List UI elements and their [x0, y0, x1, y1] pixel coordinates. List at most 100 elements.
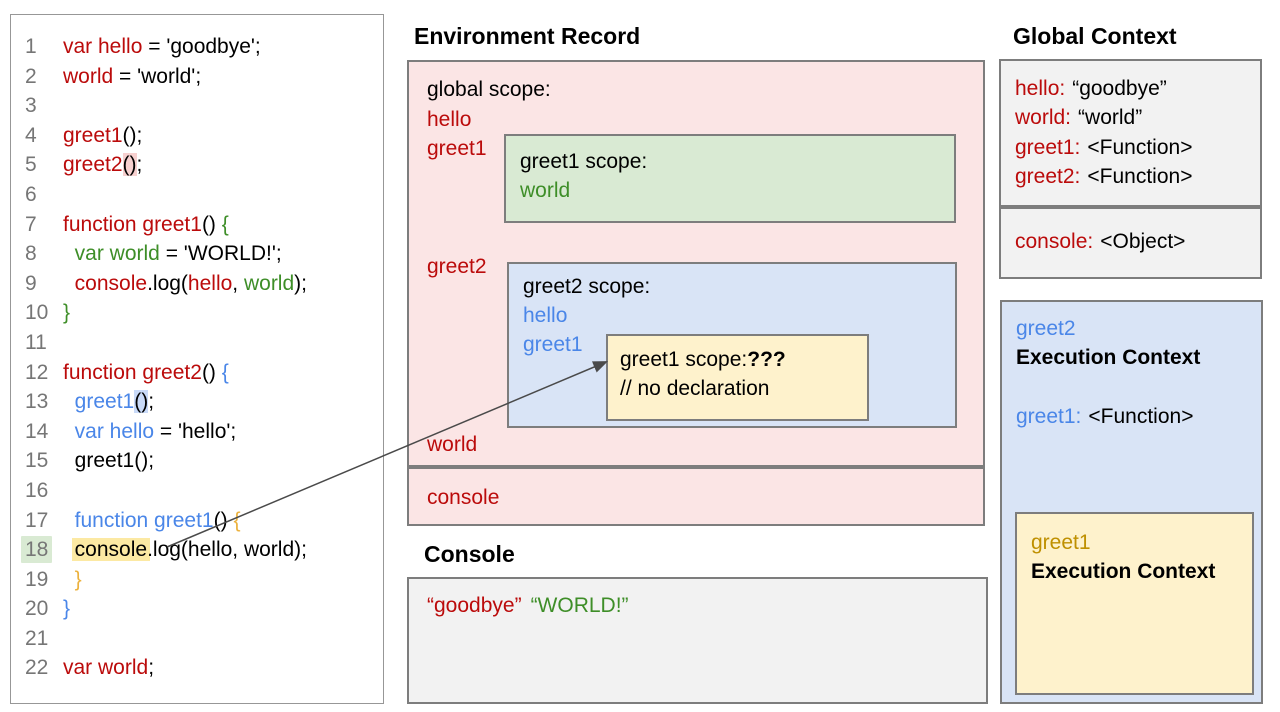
code-text: world = 'world'; — [63, 64, 202, 88]
line-number: 3 — [25, 94, 37, 118]
code-text: greet2(); — [63, 153, 143, 177]
inner-greet1-scope-label: greet1 scope:??? — [620, 347, 786, 373]
gc-key: hello: — [1015, 77, 1066, 100]
line-number: 6 — [25, 182, 37, 206]
gc-value: <Function> — [1087, 136, 1193, 159]
code-text: var hello = 'goodbye'; — [63, 35, 261, 58]
gc-row-world: world: “world” — [1015, 105, 1142, 131]
line-number: 4 — [25, 123, 37, 147]
global-context-console-box: console: <Object> — [999, 207, 1262, 279]
greet1-scope-box: greet1 scope: world — [504, 134, 956, 223]
line-number: 20 — [25, 597, 49, 621]
code-line: 16 — [25, 476, 383, 506]
console-output-box: “goodbye” “WORLD!” — [407, 577, 988, 704]
env-hello: hello — [427, 108, 472, 131]
code-line: 1 var hello = 'goodbye'; — [25, 32, 383, 62]
global-context-vars-box: hello: “goodbye” world: “world” greet1: <Fu… — [999, 59, 1262, 207]
gc-row-greet1: greet1: <Function> — [1015, 135, 1192, 161]
code-text: greet1(); — [74, 390, 155, 414]
code-line: 4 greet1(); — [25, 121, 383, 151]
code-text: } — [63, 597, 71, 621]
line-number: 21 — [25, 626, 49, 650]
gc-value: “world” — [1078, 106, 1143, 129]
console-output-world: “WORLD!” — [530, 594, 629, 617]
greet2-ec-row-greet1: greet1: <Function> — [1016, 404, 1193, 430]
line-number: 2 — [25, 64, 37, 88]
code-line: 2 world = 'world'; — [25, 62, 383, 92]
env-console: console — [427, 486, 500, 509]
code-lines: 1 var hello = 'goodbye'; 2 world = 'world';… — [21, 32, 383, 683]
greet1-scope-world: world — [520, 179, 571, 202]
code-line: 3 — [25, 91, 383, 121]
code-line: 18 console.log(hello, world); — [21, 535, 383, 565]
code-line: 17 function greet1() { — [25, 506, 383, 536]
code-line: 13 greet1(); — [25, 387, 383, 417]
env-world: world — [427, 433, 478, 456]
line-number: 19 — [25, 567, 49, 591]
gc-row-console: console: <Object> — [1015, 229, 1185, 255]
code-line: 15 greet1(); — [25, 446, 383, 476]
code-line: 20} — [25, 594, 383, 624]
greet2-ec-title: Execution Context — [1016, 346, 1201, 369]
code-line: 14 var hello = 'hello'; — [25, 417, 383, 447]
gc-value: <Function> — [1087, 165, 1193, 188]
line-number: 16 — [25, 478, 49, 502]
line-number: 18 — [21, 535, 63, 565]
global-scope-box: global scope: hello greet1 greet1 scope:… — [407, 60, 985, 467]
line-number: 14 — [25, 419, 49, 443]
greet2-ec-name: greet2 — [1016, 317, 1076, 340]
code-line: 6 — [25, 180, 383, 210]
gc-row-greet2: greet2:<Function> — [1015, 164, 1192, 190]
line-number: 8 — [25, 242, 37, 266]
inner-scope-comment: // no declaration — [620, 377, 770, 400]
inner-scope-label-text: greet1 scope: — [620, 348, 748, 371]
line-number: 15 — [25, 449, 49, 473]
line-number: 13 — [25, 390, 49, 414]
gc-key: greet1: — [1015, 136, 1081, 159]
console-title: Console — [424, 541, 515, 567]
gc-value: “goodbye” — [1072, 77, 1167, 100]
code-line: 22 var world; — [25, 653, 383, 683]
env-greet1: greet1 — [427, 137, 487, 160]
greet2-execution-context-box: greet2 Execution Context greet1: <Functio… — [1000, 300, 1263, 704]
code-line: 8 var world = 'WORLD!'; — [25, 239, 383, 269]
console-output-line: “goodbye” “WORLD!” — [427, 593, 629, 619]
line-number: 1 — [25, 35, 37, 58]
global-scope-label: global scope: — [427, 78, 551, 101]
code-text: var world = 'WORLD!'; — [74, 242, 282, 266]
ec-value: <Function> — [1088, 405, 1194, 428]
ec-key: greet1: — [1016, 405, 1082, 428]
code-line: 21 — [25, 624, 383, 654]
code-line: 19 } — [25, 565, 383, 595]
greet1-execution-context-box: greet1 Execution Context — [1015, 512, 1254, 695]
console-output-goodbye: “goodbye” — [427, 594, 522, 617]
greet2-scope-hello: hello — [523, 304, 568, 327]
code-text: console.log(hello, world); — [74, 271, 307, 295]
code-text: } — [63, 301, 71, 325]
code-text: var hello = 'hello'; — [74, 419, 237, 443]
gc-row-hello: hello: “goodbye” — [1015, 76, 1167, 102]
code-text: function greet1() { — [74, 508, 241, 532]
gc-key: world: — [1015, 106, 1072, 129]
line-number: 5 — [25, 153, 37, 177]
code-line: 5 greet2(); — [25, 150, 383, 180]
code-text: function greet1() { — [63, 212, 229, 236]
code-line: 11 — [25, 328, 383, 358]
line-number: 11 — [25, 330, 47, 354]
line-number: 22 — [25, 656, 49, 680]
environment-record-title: Environment Record — [414, 23, 641, 49]
code-line: 9 console.log(hello, world); — [25, 269, 383, 299]
line-number: 7 — [25, 212, 37, 236]
env-console-box: console — [407, 467, 985, 526]
code-text: greet1(); — [63, 123, 143, 147]
line-number: 17 — [25, 508, 49, 532]
gc-key: console: — [1015, 230, 1094, 253]
global-context-title: Global Context — [1013, 23, 1177, 49]
line-number: 9 — [25, 271, 37, 295]
greet1-ec-name: greet1 — [1031, 531, 1091, 554]
code-listing-panel: 1 var hello = 'goodbye'; 2 world = 'world';… — [10, 14, 384, 704]
line-number: 12 — [25, 360, 49, 384]
gc-value: <Object> — [1100, 230, 1186, 253]
code-text: var world; — [63, 656, 155, 680]
code-line: 10} — [25, 298, 383, 328]
